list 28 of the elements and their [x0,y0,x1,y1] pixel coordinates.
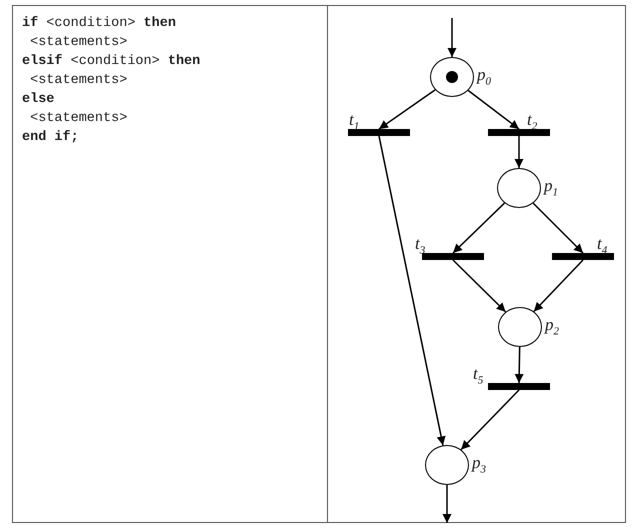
code-line: if <condition> then [22,15,176,33]
arrow [378,136,446,446]
arrow [448,18,456,57]
arrow [532,202,584,254]
transition-label: t$_{1}$ [349,110,360,134]
arrow [442,485,452,523]
place-label: p$_{2}$ [545,316,559,340]
place-label: p$_{1}$ [544,177,558,200]
transition-label: t$_{3}$ [415,234,426,258]
place-label: p$_{3}$ [472,454,486,478]
arrow [533,259,584,312]
transition-label: t$_{2}$ [527,110,538,134]
arrow [452,259,506,312]
arrow [452,202,506,254]
code-line: <statements> [29,72,128,90]
arrow [378,89,436,130]
place-label: p$_{0}$ [477,66,491,90]
transition-label: t$_{4}$ [597,234,608,258]
arrow [514,136,524,168]
code-line: <statements> [29,34,128,52]
code-line: <statements> [29,110,128,128]
arrow [468,90,520,130]
code-line: elsif <condition> then [22,53,200,71]
transition-label: t$_{5}$ [473,364,484,388]
arrow [460,389,520,450]
arrow [514,346,524,384]
code-line: end if; [22,129,79,147]
code-line: else [22,91,54,109]
